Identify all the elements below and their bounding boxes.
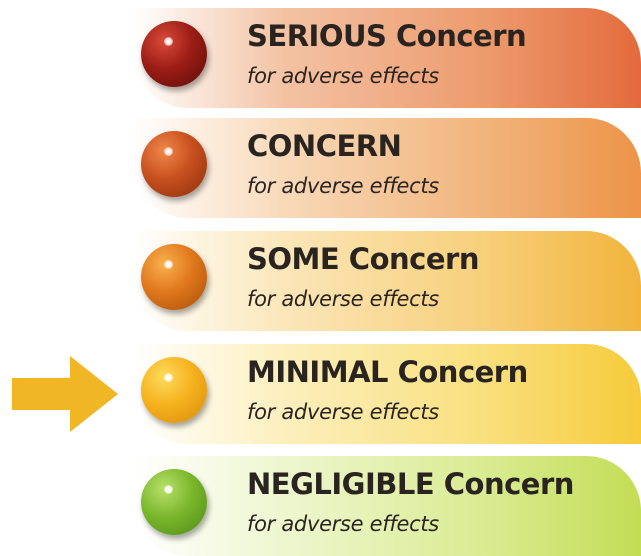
level-some-concern: SOME Concern for adverse effects (133, 231, 641, 331)
level-indicator-ball (141, 21, 207, 87)
level-subtitle: for adverse effects (247, 287, 439, 311)
level-banner (133, 344, 641, 444)
level-indicator-ball (141, 469, 207, 535)
level-title: SOME Concern (247, 242, 479, 276)
level-subtitle: for adverse effects (247, 174, 439, 198)
level-subtitle: for adverse effects (247, 64, 439, 88)
level-title: MINIMAL Concern (247, 355, 528, 389)
level-banner (133, 8, 641, 108)
level-indicator-ball (141, 357, 207, 423)
level-banner (133, 231, 641, 331)
arrow-right-icon (12, 356, 118, 432)
level-title: SERIOUS Concern (247, 19, 527, 53)
level-serious-concern: SERIOUS Concern for adverse effects (133, 8, 641, 108)
level-indicator-ball (141, 131, 207, 197)
level-subtitle: for adverse effects (247, 512, 439, 536)
level-title: NEGLIGIBLE Concern (247, 467, 574, 501)
level-indicator-ball (141, 244, 207, 310)
level-banner (133, 118, 641, 218)
level-concern: CONCERN for adverse effects (133, 118, 641, 218)
level-title: CONCERN (247, 129, 402, 163)
level-negligible-concern: NEGLIGIBLE Concern for adverse effects (133, 456, 641, 556)
level-banner (133, 456, 641, 556)
level-minimal-concern: MINIMAL Concern for adverse effects (133, 344, 641, 444)
level-subtitle: for adverse effects (247, 400, 439, 424)
